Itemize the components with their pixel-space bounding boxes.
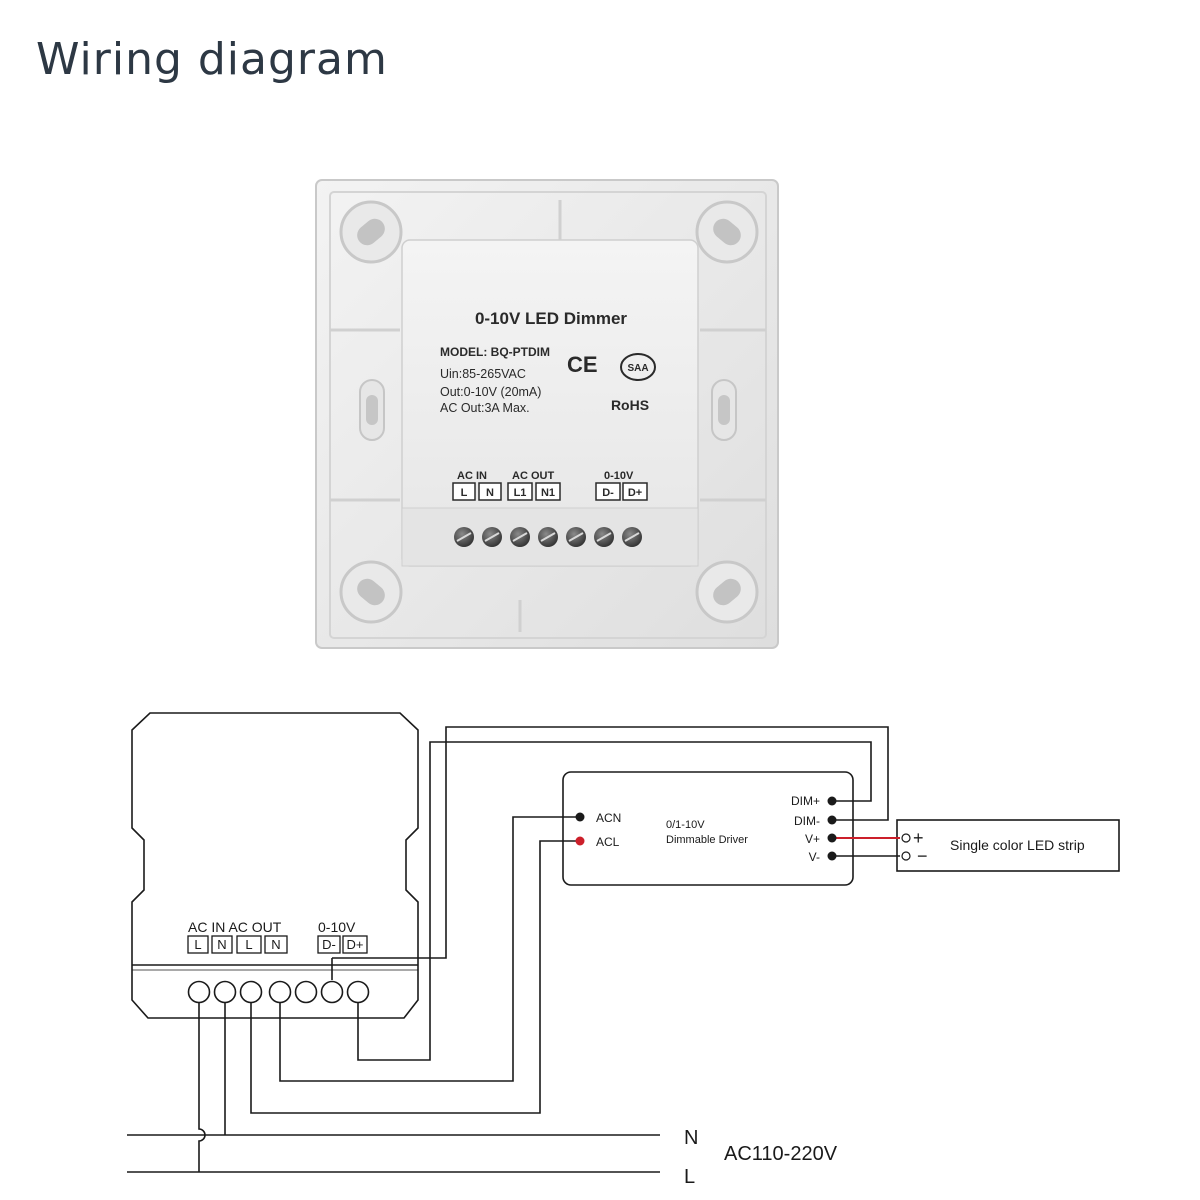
schematic-terminal-label: D+ bbox=[347, 937, 364, 952]
model-text: MODEL: BQ-PTDIM bbox=[440, 345, 550, 359]
driver-acl-label: ACL bbox=[596, 835, 620, 849]
schematic-terminal-screw bbox=[268, 980, 292, 1004]
side-slot bbox=[711, 379, 737, 441]
mounting-hole bbox=[339, 560, 403, 624]
mounting-ribs bbox=[330, 200, 766, 632]
led-minus-terminal bbox=[901, 851, 911, 861]
led-strip-label: Single color LED strip bbox=[950, 837, 1085, 853]
spec-line: Out:0-10V (20mA) bbox=[440, 385, 541, 399]
photo-terminal-box: N bbox=[478, 482, 502, 501]
schematic bbox=[131, 712, 1120, 1019]
schematic-terminal-screw bbox=[294, 980, 318, 1004]
schematic-terminal-screw bbox=[239, 980, 263, 1004]
photo-terminal-screw bbox=[622, 527, 642, 547]
driver-subtitle: Dimmable Driver bbox=[666, 834, 748, 846]
rohs-mark: RoHS bbox=[611, 397, 649, 413]
photo-terminal-label: D- bbox=[602, 487, 614, 499]
led-plus-sign: + bbox=[913, 828, 924, 848]
dimmer-dminus-wire bbox=[332, 726, 889, 959]
photo-terminal-screw bbox=[510, 527, 530, 547]
page-title: Wiring diagram bbox=[36, 34, 388, 85]
led-strip-box bbox=[896, 819, 1120, 872]
dimplus-terminal-dot bbox=[827, 796, 837, 806]
led-plus-terminal bbox=[901, 833, 911, 843]
terminal-group-label: AC OUT bbox=[512, 470, 554, 482]
dimmer-outline bbox=[131, 712, 419, 1019]
photo-terminal-box: D+ bbox=[622, 482, 648, 501]
photo-terminal-screw bbox=[482, 527, 502, 547]
schematic-terminal-label: L bbox=[194, 937, 201, 952]
spec-line: AC Out:3A Max. bbox=[440, 401, 530, 415]
driver-vminus-label: V- bbox=[809, 850, 820, 864]
mains-voltage-label: AC110-220V bbox=[724, 1143, 838, 1165]
mounting-hole bbox=[339, 200, 403, 264]
mounting-hole bbox=[695, 560, 759, 624]
driver-dimplus-label: DIM+ bbox=[791, 794, 820, 808]
device-inner-frame bbox=[329, 191, 767, 639]
ce-mark: CE bbox=[567, 352, 598, 377]
photo-terminal-label: N1 bbox=[541, 487, 555, 499]
photo-terminal-box: L1 bbox=[507, 482, 533, 501]
wiring bbox=[127, 726, 900, 1173]
product-name: 0-10V LED Dimmer bbox=[475, 309, 627, 328]
led-minus-sign: − bbox=[917, 846, 928, 866]
driver-vplus-label: V+ bbox=[805, 832, 820, 846]
mains-l-label: L bbox=[684, 1166, 695, 1188]
dimminus-terminal-dot bbox=[827, 815, 837, 825]
schematic-terminal-screw bbox=[213, 980, 237, 1004]
mains-n-label: N bbox=[684, 1127, 698, 1149]
mounting-hole bbox=[695, 200, 759, 264]
schematic-terminal-box: D- bbox=[317, 935, 341, 954]
driver-terminal-dots bbox=[575, 796, 837, 861]
schematic-terminal-label: N bbox=[271, 937, 280, 952]
svg-text:SAA: SAA bbox=[627, 363, 648, 374]
led-terminals bbox=[901, 833, 911, 861]
schematic-terminal-label: L bbox=[245, 937, 252, 952]
acn-terminal-dot bbox=[575, 812, 585, 822]
schematic-terminal-box: L bbox=[187, 935, 209, 954]
product-photo: 0-10V LED Dimmer MODEL: BQ-PTDIM Uin:85-… bbox=[315, 179, 779, 649]
photo-terminal-label: L bbox=[461, 487, 468, 499]
photo-terminal-screw bbox=[538, 527, 558, 547]
photo-terminal-screw bbox=[566, 527, 586, 547]
photo-terminal-box: D- bbox=[595, 482, 621, 501]
side-slot bbox=[359, 379, 385, 441]
dimmer-acout-l-wire bbox=[250, 840, 580, 1114]
driver-dimminus-label: DIM- bbox=[794, 814, 820, 828]
dimmer-acout-n-wire bbox=[279, 816, 580, 1082]
terminal-group-label: 0-10V bbox=[604, 470, 634, 482]
saa-mark: SAA bbox=[620, 353, 656, 381]
driver-title: 0/1-10V bbox=[666, 819, 705, 831]
schematic-terminal-label: D- bbox=[322, 937, 336, 952]
schematic-terminal-box: N bbox=[211, 935, 233, 954]
schematic-terminal-screw bbox=[320, 980, 344, 1004]
dimmer-ac-label: AC IN AC OUT bbox=[188, 919, 282, 935]
schematic-terminal-screw bbox=[346, 980, 370, 1004]
dimmer-dplus-wire bbox=[357, 741, 872, 1061]
schematic-terminal-box: N bbox=[264, 935, 288, 954]
photo-terminal-box: L bbox=[452, 482, 476, 501]
photo-terminal-label: L1 bbox=[514, 487, 527, 499]
vplus-terminal-dot bbox=[827, 833, 837, 843]
schematic-terminal-screw bbox=[187, 980, 211, 1004]
acl-terminal-dot bbox=[575, 836, 585, 846]
photo-terminal-box: N1 bbox=[535, 482, 561, 501]
dimmer-acin-l-wire bbox=[198, 1003, 206, 1172]
dimmer-dim-label: 0-10V bbox=[318, 919, 356, 935]
photo-terminal-label: N bbox=[486, 487, 494, 499]
photo-terminal-screw bbox=[594, 527, 614, 547]
photo-terminal-screw bbox=[454, 527, 474, 547]
vminus-terminal-dot bbox=[827, 851, 837, 861]
photo-terminal-label: D+ bbox=[628, 487, 642, 499]
terminal-group-label: AC IN bbox=[457, 470, 487, 482]
schematic-terminal-box: D+ bbox=[342, 935, 368, 954]
driver-box bbox=[562, 771, 854, 886]
schematic-terminal-label: N bbox=[217, 937, 226, 952]
spec-line: Uin:85-265VAC bbox=[440, 367, 526, 381]
schematic-terminal-box: L bbox=[236, 935, 262, 954]
driver-acn-label: ACN bbox=[596, 811, 621, 825]
